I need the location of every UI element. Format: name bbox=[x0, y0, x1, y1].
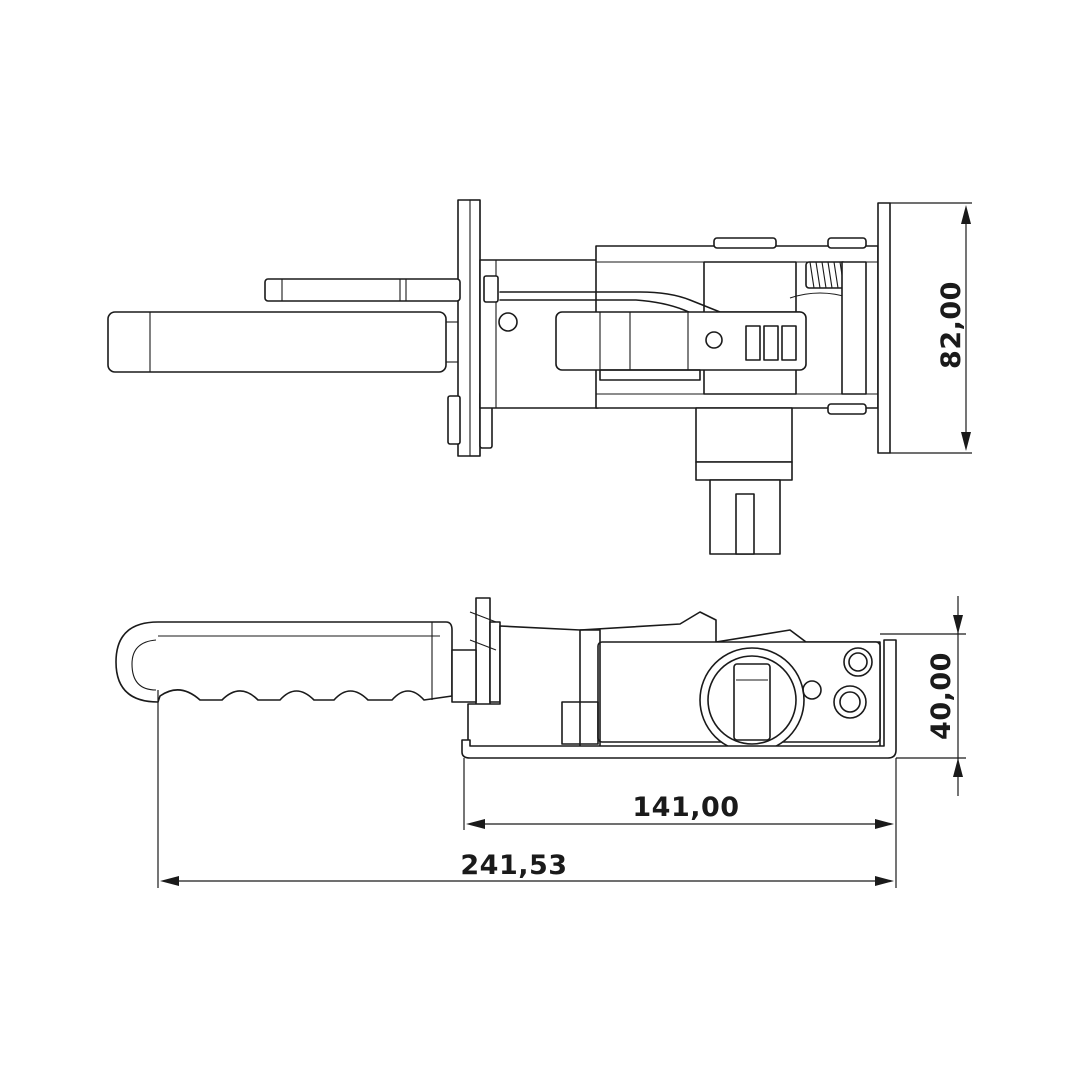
top-handle bbox=[107, 311, 458, 373]
dimension-82-label: 82,00 bbox=[936, 281, 967, 369]
dimension-141: 141,00 bbox=[463, 758, 897, 888]
side-base bbox=[461, 639, 897, 759]
top-left-flange bbox=[457, 199, 481, 457]
top-body bbox=[479, 237, 879, 415]
dimension-241: 241,53 bbox=[157, 690, 894, 888]
side-handle bbox=[115, 621, 453, 703]
dimension-82: 82,00 bbox=[890, 202, 972, 454]
top-clevis bbox=[695, 407, 793, 555]
top-rod bbox=[264, 278, 461, 302]
dimension-141-label: 141,00 bbox=[632, 792, 739, 823]
dimension-40-label: 40,00 bbox=[926, 652, 957, 740]
dimension-241-label: 241,53 bbox=[460, 850, 567, 881]
side-view bbox=[115, 597, 897, 759]
top-right-flange bbox=[877, 202, 891, 454]
top-view bbox=[107, 199, 891, 555]
dimension-40: 40,00 bbox=[880, 596, 966, 796]
spring bbox=[805, 261, 847, 289]
side-body bbox=[467, 611, 881, 753]
